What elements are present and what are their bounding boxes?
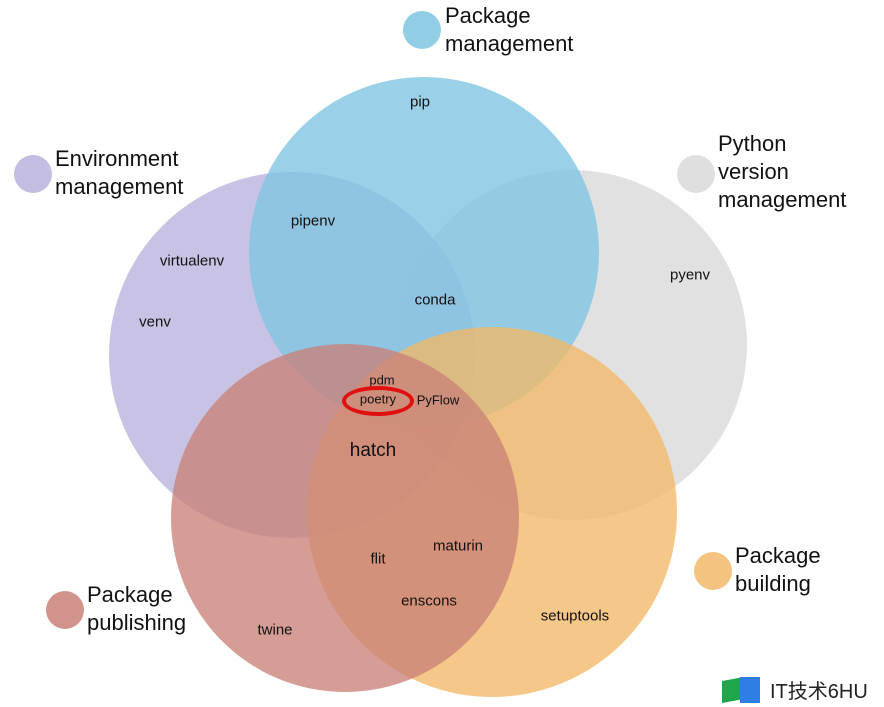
tool-label-enscons: enscons xyxy=(401,592,457,610)
tool-label-twine: twine xyxy=(257,621,293,639)
set-circle-package-publishing xyxy=(171,344,519,692)
legend-dot-package-management xyxy=(403,11,441,49)
tool-label-poetry: poetry xyxy=(359,391,397,407)
watermark-text: IT技术6HU xyxy=(770,681,868,703)
legend-label-package-management: Package management xyxy=(445,3,574,56)
legend-dot-python-version-management xyxy=(677,155,715,193)
tool-label-conda: conda xyxy=(414,291,456,309)
legend-label-package-building: Package building xyxy=(735,543,821,596)
tool-label-hatch: hatch xyxy=(349,440,397,461)
highlight-ring-poetry xyxy=(342,386,414,416)
tool-label-pipenv: pipenv xyxy=(290,212,336,230)
tool-label-pyenv: pyenv xyxy=(669,266,711,284)
legend-dot-package-building xyxy=(694,552,732,590)
tool-label-virtualenv: virtualenv xyxy=(159,252,225,270)
legend-label-package-publishing: Package publishing xyxy=(87,582,187,635)
legend-dot-environment-management xyxy=(14,155,52,193)
legend-dot-package-publishing xyxy=(46,591,84,629)
tool-label-pdm: pdm xyxy=(369,372,395,388)
tool-label-venv: venv xyxy=(139,313,171,331)
tool-label-pyflow: PyFlow xyxy=(416,392,460,408)
legend-label-environment-management: Environment management xyxy=(55,146,184,199)
tool-label-setuptools: setuptools xyxy=(540,607,610,625)
tool-label-flit: flit xyxy=(370,550,386,568)
watermark: IT技术6HU xyxy=(720,675,868,704)
tool-label-maturin: maturin xyxy=(432,537,484,555)
legend-label-python-version-management: Python version management xyxy=(718,131,847,212)
book-logo-icon xyxy=(720,676,764,703)
tool-label-pip: pip xyxy=(409,93,431,111)
